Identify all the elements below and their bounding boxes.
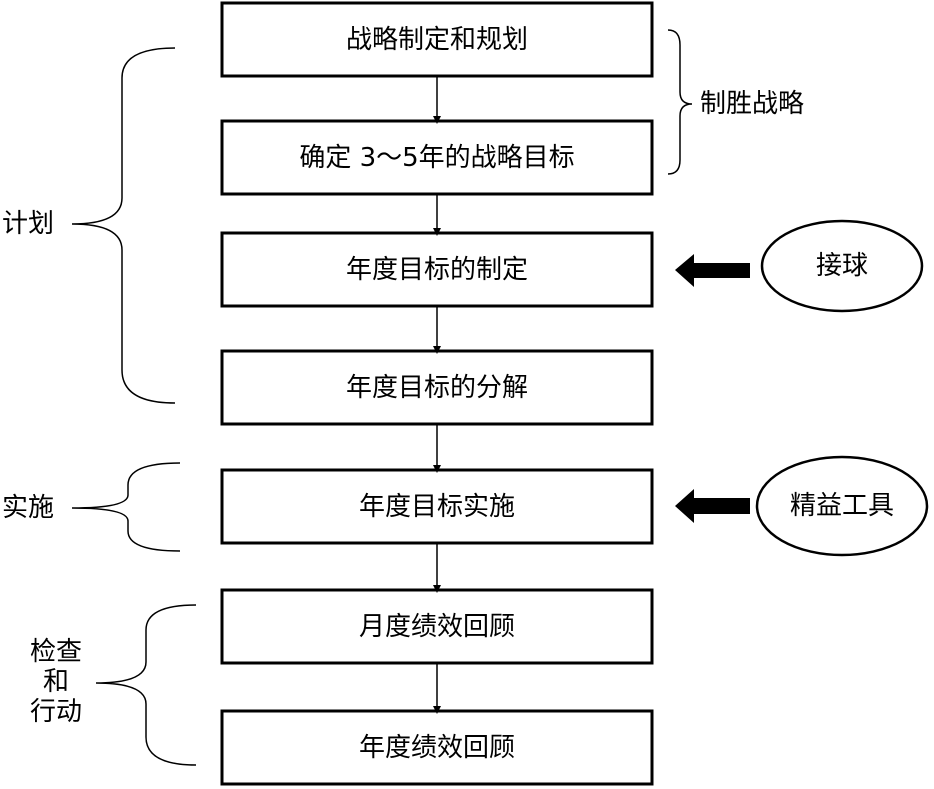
bracket-label-plan: 计划 (2, 209, 55, 239)
bracket-check-act (95, 604, 197, 766)
step-label-strategic-goals: 确定 3～5年的战略目标 (299, 143, 575, 173)
bracket-label-check-line1: 检查 (29, 637, 82, 667)
bracket-implement (71, 462, 181, 552)
bracket-label-check-line3: 行动 (29, 697, 82, 727)
step-label-annual-goal-setting: 年度目标的制定 (345, 255, 528, 285)
ellipse-label-catch-ball: 接球 (815, 251, 868, 281)
bracket-plan (71, 47, 176, 404)
step-label-annual-goal-breakdown: 年度目标的分解 (345, 373, 528, 403)
step-label-annual-goal-implementation: 年度目标实施 (358, 492, 515, 522)
input-arrow-catch-ball (675, 254, 750, 287)
bracket-label-implement: 实施 (2, 493, 55, 523)
bracket-label-check-act: 检查 和 行动 (16, 637, 96, 727)
step-label-annual-review: 年度绩效回顾 (358, 733, 515, 763)
ellipse-label-lean-tools: 精益工具 (789, 491, 894, 521)
step-label-strategy-planning: 战略制定和规划 (345, 25, 528, 55)
bracket-strategy (667, 29, 693, 175)
ellipse-lean-tools (755, 455, 929, 557)
ellipse-catch-ball (760, 219, 924, 313)
step-label-monthly-review: 月度绩效回顾 (358, 612, 515, 642)
bracket-label-check-line2: 和 (42, 667, 69, 697)
input-arrow-lean-tools (675, 489, 750, 523)
bracket-label-strategy: 制胜战略 (700, 89, 805, 119)
